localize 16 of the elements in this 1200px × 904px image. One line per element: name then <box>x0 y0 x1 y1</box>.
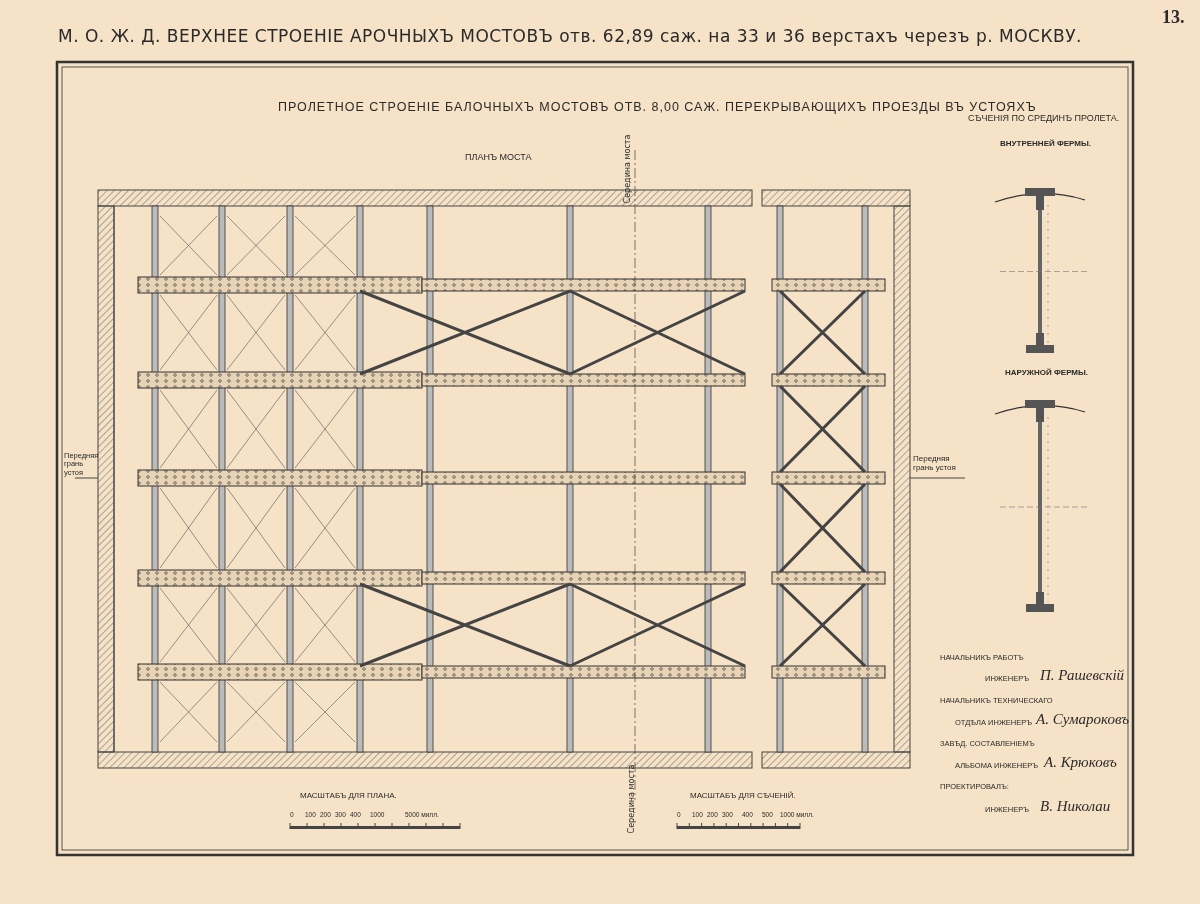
subheading: ПРОЛЕТНОЕ СТРОЕНІЕ БАЛОЧНЫХЪ МОСТОВЪ ОТВ. 8,00 САЖ. ПЕРЕКРЫВАЮЩИХЪ ПРОЕЗДЫ ВЪ УСТОЯХЪ <box>278 101 1037 114</box>
scale-label: МАСШТАБЪ ДЛЯ СѢЧЕНІЙ. <box>690 792 796 800</box>
axis-label: Передняя грань устоя <box>913 455 957 473</box>
signature: П. Рашевскій <box>1040 668 1125 683</box>
axis-label: Середина моста <box>628 764 637 834</box>
section-label: НАРУЖНОЙ ФЕРМЫ. <box>1005 369 1089 377</box>
section-label: ВНУТРЕННЕЙ ФЕРМЫ. <box>1000 140 1092 148</box>
signature: А. Сумароковъ <box>1036 712 1130 727</box>
signature: А. Крюковъ <box>1044 755 1117 770</box>
scale-label: МАСШТАБЪ ДЛЯ ПЛАНА. <box>300 792 397 800</box>
title: М. О. Ж. Д. ВЕРХНЕЕ СТРОЕНІЕ АРОЧНЫХЪ МОСТОВЪ отв. 62,89 саж. на 33 и 36 верстахъ черезъ р. МОСКВУ. <box>58 28 1082 45</box>
section-heading: СѢЧЕНІЯ ПО СРЕДИНѢ ПРОЛЕТА. <box>968 114 1120 123</box>
plan-heading: ПЛАНЪ МОСТА <box>465 153 532 162</box>
axis-label: Середина моста <box>624 134 633 204</box>
page-number: 13. <box>1162 8 1185 26</box>
signature: В. Николаи <box>1040 799 1111 814</box>
